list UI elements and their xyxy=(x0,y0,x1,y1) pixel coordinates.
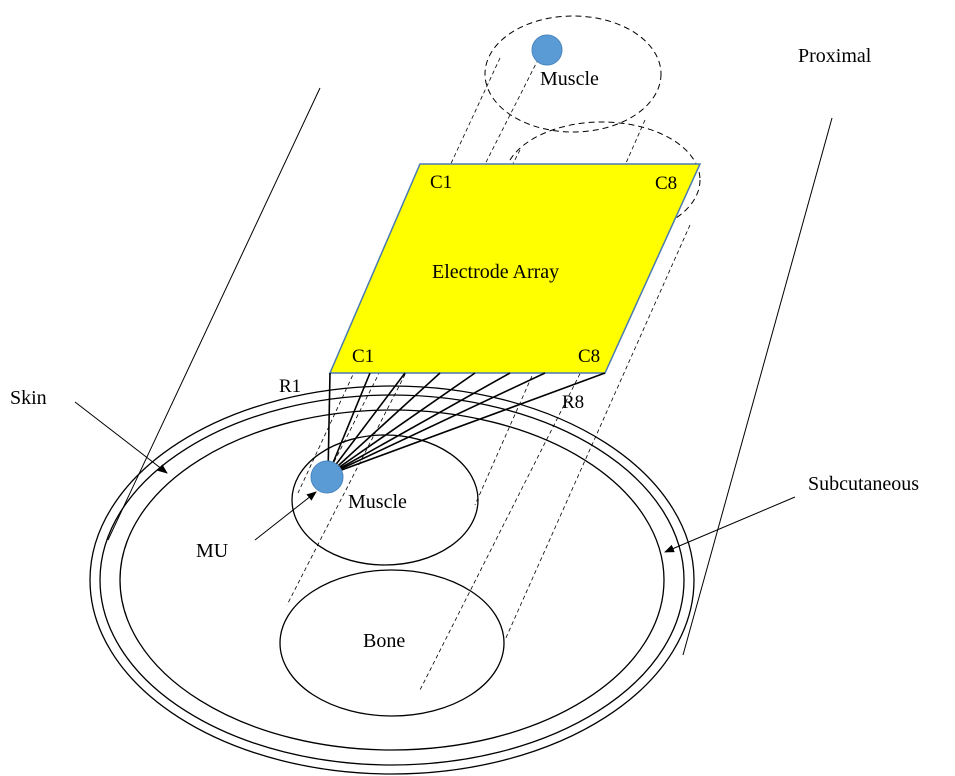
limb-right-edge xyxy=(682,117,833,656)
electrode-c1-bottom-label: C1 xyxy=(352,346,374,367)
electrode-c8-bottom-label: C8 xyxy=(578,346,600,367)
motor-unit xyxy=(310,460,344,494)
skin-label: Skin xyxy=(10,387,47,409)
mu-label: MU xyxy=(196,540,229,562)
electrode-array-label: Electrode Array xyxy=(432,261,559,283)
bone-label: Bone xyxy=(363,630,405,652)
muscle-top-label: Muscle xyxy=(540,68,599,90)
limb-left-edge xyxy=(107,87,321,541)
bone-section xyxy=(279,569,505,717)
proximal-muscle-outline xyxy=(484,15,662,133)
skin-outer-ring xyxy=(89,385,695,775)
skin-pointer-arrow xyxy=(74,401,168,474)
motor-unit-proximal xyxy=(531,34,563,66)
electrode-c8-top-label: C8 xyxy=(655,173,677,194)
subcutaneous-label: Subcutaneous xyxy=(808,473,919,495)
subcutaneous-pointer-arrow xyxy=(664,496,796,553)
muscle-bottom-label: Muscle xyxy=(348,491,407,513)
electrode-wires xyxy=(327,372,606,476)
row-r8-label: R8 xyxy=(562,392,584,413)
subcutaneous-ring xyxy=(119,409,665,751)
proximal-label: Proximal xyxy=(798,45,872,67)
electrode-c1-top-label: C1 xyxy=(430,172,452,193)
skin-inner-ring xyxy=(99,394,685,766)
row-r1-label: R1 xyxy=(279,376,301,397)
mu-pointer-arrow xyxy=(254,491,317,541)
